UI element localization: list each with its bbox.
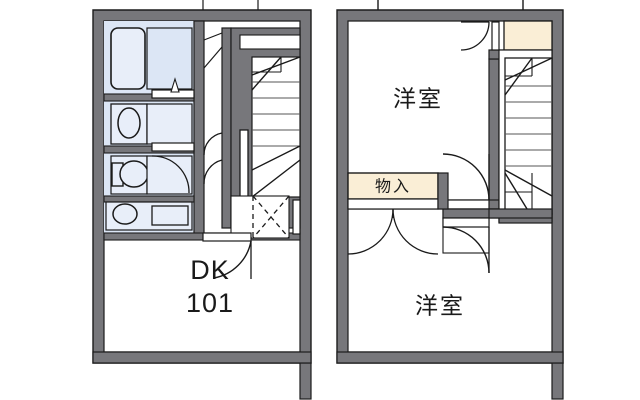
second-floor-wall-extension — [336, 351, 564, 400]
dk-room-label-line1: DK — [190, 255, 230, 285]
first-floor-plan: DK 101 — [92, 0, 312, 400]
second-floor-top-window — [377, 0, 524, 12]
hall-doors — [203, 132, 223, 185]
staircase-down — [498, 49, 553, 224]
landing-area — [442, 208, 500, 254]
corner-closet — [460, 20, 553, 51]
entrance-genkan — [230, 195, 301, 239]
washroom-door — [151, 142, 195, 152]
staircase-up — [230, 27, 301, 229]
washbasin-fixture — [110, 103, 193, 145]
toilet-fixture — [110, 155, 193, 195]
first-floor-wall-extension — [92, 351, 312, 400]
lower-washitsu-label: 洋室 — [415, 294, 465, 320]
lower-room-door — [442, 217, 490, 274]
dk-door — [202, 232, 252, 279]
monoire-closet: 物入 — [347, 172, 439, 255]
upper-washitsu-label: 洋室 — [393, 87, 443, 113]
lower-room-walls — [437, 172, 553, 219]
monoire-label: 物入 — [375, 177, 411, 196]
dk-room-label-line2: 101 — [186, 288, 234, 318]
first-floor-partitions — [103, 20, 301, 241]
second-floor-plan: 洋室 物入 — [336, 0, 564, 400]
kitchen-counter — [105, 201, 193, 231]
bathtub-fixture — [110, 27, 193, 90]
hall-area — [203, 32, 223, 69]
bath-door — [151, 77, 195, 99]
